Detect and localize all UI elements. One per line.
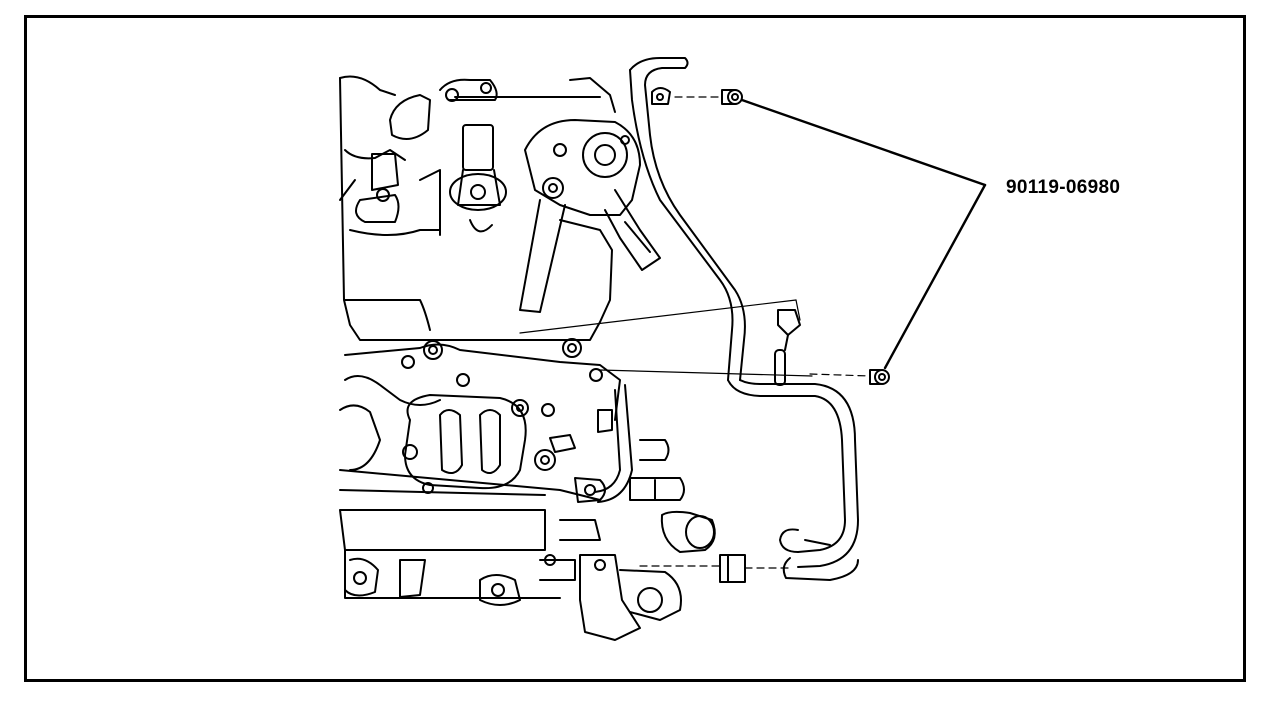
pipe-bracket-upper bbox=[651, 87, 671, 105]
cylinder-head bbox=[339, 75, 613, 341]
intake-manifold-flange bbox=[339, 338, 621, 501]
bolt-bottom bbox=[869, 369, 890, 385]
water-outlet bbox=[549, 384, 685, 503]
thermostat-housing bbox=[579, 510, 746, 641]
bypass-pipe bbox=[629, 57, 859, 568]
part-number-label: 90119-06980 bbox=[1006, 177, 1121, 198]
top-bracket bbox=[439, 77, 616, 113]
leader-lines bbox=[740, 98, 987, 370]
pipe-bracket-hole bbox=[656, 93, 664, 101]
reference-lines bbox=[519, 299, 813, 377]
hose-clamp bbox=[774, 309, 801, 386]
lower-block bbox=[339, 509, 601, 606]
alignment-lines bbox=[639, 96, 871, 569]
lower-hose bbox=[779, 528, 859, 581]
bolt-top bbox=[721, 89, 743, 105]
throttle-body bbox=[519, 119, 661, 313]
ignition-coil-center bbox=[449, 124, 507, 233]
